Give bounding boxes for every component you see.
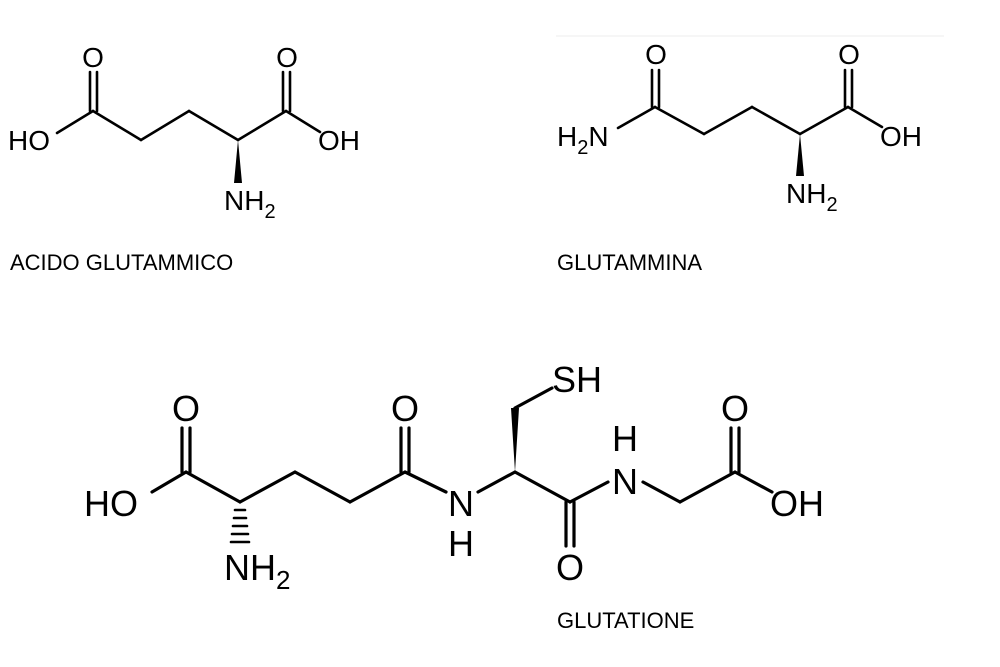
bond <box>733 470 774 494</box>
atom-n2: N <box>612 461 638 502</box>
bond <box>238 470 297 504</box>
bond <box>55 109 95 135</box>
atom-h1: H <box>448 523 474 564</box>
atom-o4: O <box>556 547 584 588</box>
glutamic-acid-structure: O O HO OH NH2 <box>8 42 360 223</box>
atom-ho: HO <box>8 125 50 156</box>
bond <box>348 470 407 504</box>
bond <box>476 470 517 494</box>
bond <box>284 109 322 134</box>
wedge-bond <box>511 408 519 472</box>
bond <box>641 480 682 504</box>
atom-nh2: NH2 <box>786 178 838 216</box>
atom-oh: OH <box>880 121 922 152</box>
atom-o-right: O <box>276 42 298 73</box>
bond <box>236 109 288 142</box>
atom-h2: H <box>612 418 638 459</box>
bond <box>513 470 572 504</box>
atom-sh: SH <box>552 359 602 400</box>
atom-o1: O <box>172 388 200 429</box>
atom-o3: O <box>721 388 749 429</box>
caption-glutathione: GLUTATIONE <box>557 608 694 633</box>
bond <box>678 470 737 504</box>
bond <box>616 105 657 130</box>
bond <box>750 105 802 136</box>
atom-h2n: H2N <box>557 121 609 159</box>
atom-oh: OH <box>318 125 360 156</box>
bond <box>139 109 191 142</box>
bond <box>187 109 240 142</box>
bond <box>150 470 188 494</box>
atom-oh: OH <box>770 483 824 524</box>
atom-nh2: NH2 <box>224 547 290 595</box>
atom-o2: O <box>391 388 419 429</box>
atom-o-left: O <box>82 42 104 73</box>
atom-nh2: NH2 <box>224 185 276 223</box>
atom-o-right: O <box>838 39 860 70</box>
atom-n1: N <box>448 483 474 524</box>
bond <box>91 109 143 142</box>
bond <box>403 470 448 494</box>
bond <box>513 386 554 410</box>
bond <box>798 105 850 136</box>
caption-glutamine: GLUTAMMINA <box>557 250 702 275</box>
caption-glutamic-acid: ACIDO GLUTAMMICO <box>10 250 233 275</box>
atom-o-left: O <box>645 39 667 70</box>
glutathione-structure: O O O O HO OH SH N H N H NH2 <box>84 359 824 595</box>
atom-ho: HO <box>84 483 138 524</box>
bond <box>293 470 352 504</box>
bond <box>568 480 610 504</box>
bond <box>702 105 754 136</box>
wedge-bond <box>234 140 242 183</box>
glutamine-structure: O O H2N OH NH2 <box>557 39 922 216</box>
wedge-bond <box>796 134 804 176</box>
bond <box>653 105 706 136</box>
bond <box>846 105 884 129</box>
bond <box>184 470 242 504</box>
